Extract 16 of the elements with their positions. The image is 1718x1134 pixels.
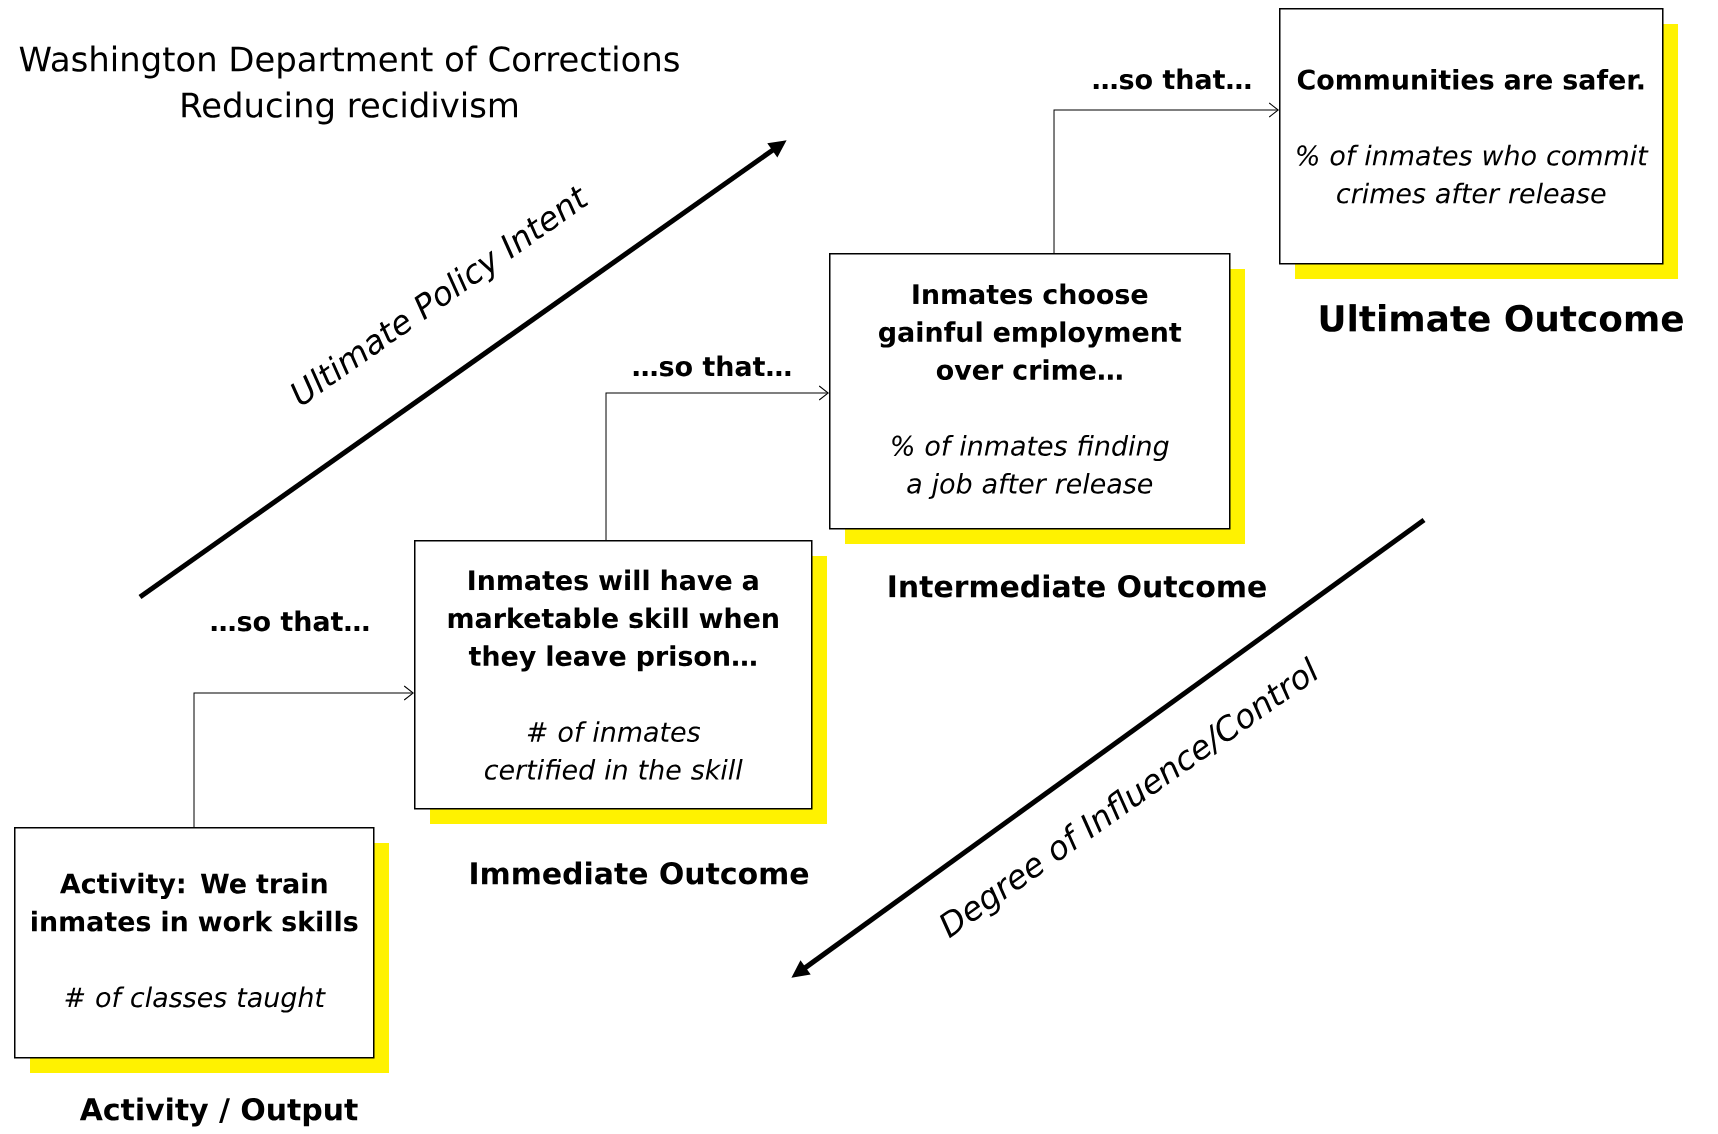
arrow	[193, 685, 414, 828]
edge-label: …so that…	[1089, 66, 1255, 92]
stage-label: Intermediate Outcome	[889, 574, 1266, 598]
arrow	[1053, 102, 1279, 254]
outcome-box: Inmates choose gainful employment over crime… % of inmates finding a job after release	[829, 253, 1245, 544]
subtitle: Reducing recidivism	[182, 91, 517, 125]
edge-label: …so that…	[629, 353, 795, 379]
outcome-box: Communities are safer. % of inmates who commit crimes after release	[1279, 8, 1678, 279]
outcome-box: Inmates will have a marketable skill when they leave prison… # of inmates certified in the skill	[414, 540, 827, 824]
stage-label: Activity / Output	[79, 1097, 358, 1127]
outcome-box: Activity: We train inmates in work skills # of classes taught	[14, 827, 389, 1073]
edge-label: …so that…	[207, 608, 373, 634]
arrow	[605, 385, 829, 541]
title: Washington Department of Corrections	[19, 45, 679, 79]
stage-label: Immediate Outcome	[471, 861, 809, 885]
stage-label: Ultimate Outcome	[1320, 304, 1683, 332]
